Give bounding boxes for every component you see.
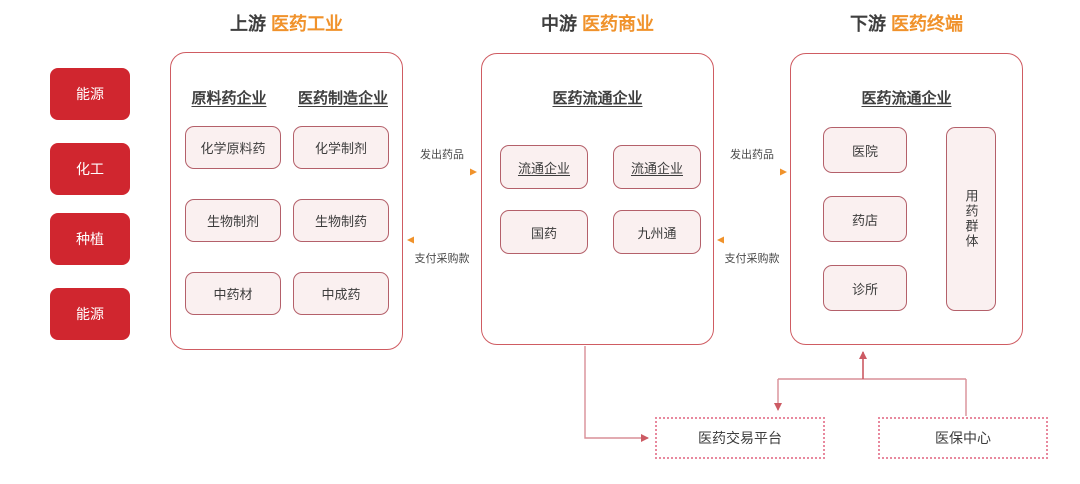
midstream-chip-sinopharm[interactable]: 国药 [500,210,588,254]
section-title-upstream: 上游 医药工业 [170,12,403,36]
upstream-chip-biological-preparation[interactable]: 生物制剂 [185,199,281,242]
midstream-heading: 医药流通企业 [552,90,643,107]
flow-label-upstream-to-midstream-goods: 发出药品 [420,149,464,161]
connector-mid-to-trading-platform [584,346,649,442]
upstream-column-caption-manufacturing: 医药制造企业 [297,90,388,107]
downstream-panel: 医药流通企业 医院 药店 诊所 用药群体 [790,53,1023,345]
section-title-upstream-accent: 医药工业 [271,14,343,34]
downstream-heading: 医药流通企业 [861,90,952,107]
downstream-chip-pharmacy[interactable]: 药店 [823,196,907,242]
downstream-chip-clinic[interactable]: 诊所 [823,265,907,311]
midstream-chip-distributor-2[interactable]: 流通企业 [613,145,701,189]
upstream-column-caption-api: 原料药企业 [191,90,267,107]
midstream-panel: 医药流通企业 流通企业 流通企业 国药 九州通 [481,53,714,345]
section-title-midstream-prefix: 中游 [540,14,577,34]
flow-label-upstream-to-midstream-payment: 支付采购款 [414,253,470,265]
side-badge-energy-1[interactable]: 能源 [50,68,130,120]
platform-box-insurance[interactable]: 医保中心 [878,417,1048,459]
platform-label: 医保中心 [935,430,991,446]
downstream-chip-medication-population[interactable]: 用药群体 [946,127,996,311]
upstream-chip-chemical-formulation[interactable]: 化学制剂 [293,126,389,169]
upstream-panel: 原料药企业 医药制造企业 化学原料药 生物制剂 中药材 化学制剂 生物制药 中成… [170,52,403,350]
upstream-chip-biopharmaceutical[interactable]: 生物制药 [293,199,389,242]
midstream-chip-distributor-1[interactable]: 流通企业 [500,145,588,189]
section-title-midstream: 中游 医药商业 [481,12,714,36]
upstream-chip-chinese-herbal-material[interactable]: 中药材 [185,272,281,315]
flow-label-midstream-to-downstream-payment: 支付采购款 [724,253,780,265]
platform-box-trading[interactable]: 医药交易平台 [655,417,825,459]
downstream-chip-hospital[interactable]: 医院 [823,127,907,173]
side-badge-label: 能源 [76,86,104,102]
side-badge-chemical[interactable]: 化工 [50,143,130,195]
upstream-chip-chinese-patent-medicine[interactable]: 中成药 [293,272,389,315]
section-title-midstream-accent: 医药商业 [582,14,654,34]
midstream-chip-jointown[interactable]: 九州通 [613,210,701,254]
side-badge-planting[interactable]: 种植 [50,213,130,265]
side-badge-label: 化工 [76,161,104,177]
flow-label-midstream-to-downstream-goods: 发出药品 [730,149,774,161]
side-badge-label: 能源 [76,306,104,322]
section-title-downstream: 下游 医药终端 [790,12,1023,36]
side-badge-label: 种植 [76,231,104,247]
section-title-downstream-accent: 医药终端 [891,14,963,34]
platform-label: 医药交易平台 [698,430,782,446]
upstream-chip-chemical-api[interactable]: 化学原料药 [185,126,281,169]
section-title-upstream-prefix: 上游 [229,14,266,34]
section-title-downstream-prefix: 下游 [849,14,886,34]
side-badge-energy-2[interactable]: 能源 [50,288,130,340]
